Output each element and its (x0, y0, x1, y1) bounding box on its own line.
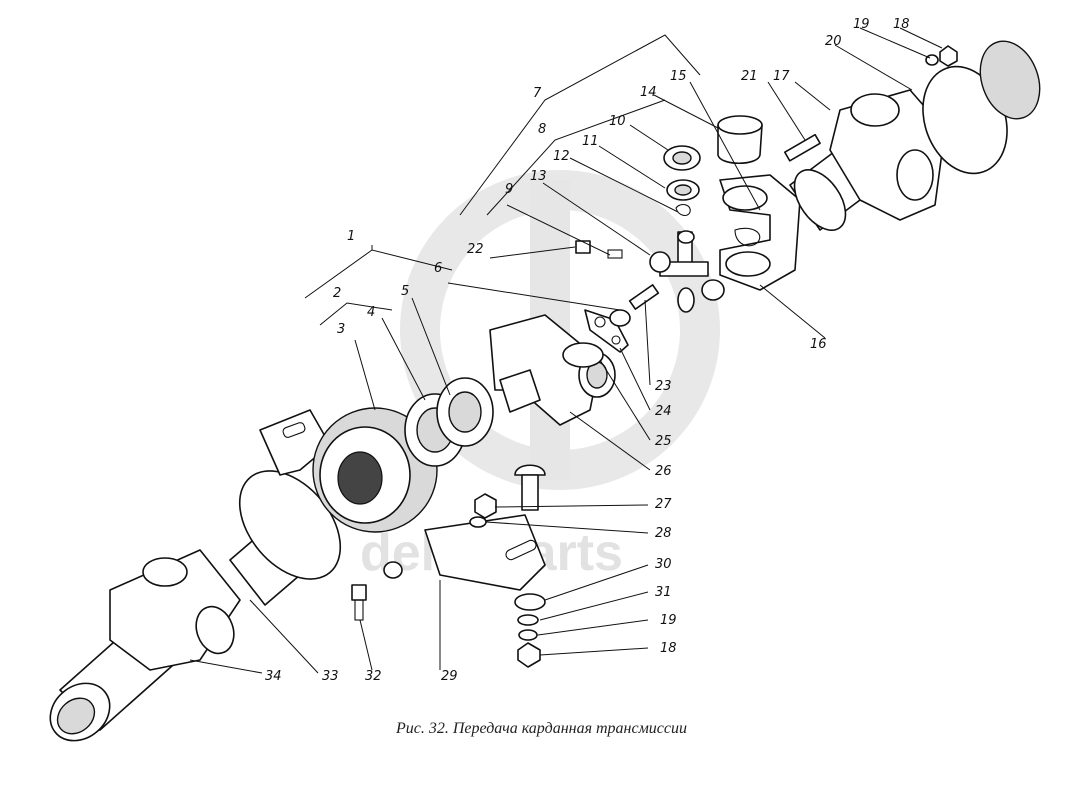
grease-fitting-22 (575, 240, 591, 254)
nut-18 (517, 642, 541, 668)
callout-13: 13 (530, 169, 547, 184)
washer-30 (514, 593, 546, 611)
callout-19-bottom: 19 (660, 613, 677, 628)
callout-32: 32 (365, 669, 382, 684)
yoke-body (489, 314, 601, 426)
rear-propeller-shaft (783, 40, 1041, 231)
callout-21: 21 (741, 69, 758, 84)
cushion-bore (337, 451, 383, 505)
callout-25: 25 (655, 434, 672, 449)
lock-parts (562, 284, 660, 368)
callout-16: 16 (810, 337, 827, 352)
flange-yoke-eye-top (722, 185, 768, 211)
callout-18-top: 18 (893, 17, 910, 32)
callout-10: 10 (609, 114, 626, 129)
lock-washer-31 (517, 614, 539, 626)
carriage-bolt-head (514, 464, 546, 476)
callout-1: 1 (347, 229, 355, 244)
callout-4: 4 (367, 305, 375, 320)
grease-nipple (607, 249, 623, 259)
flange-yoke-eye-bottom (725, 251, 771, 277)
callout-11: 11 (582, 134, 599, 149)
washer-6 (609, 309, 631, 327)
callout-15: 15 (670, 69, 687, 84)
callout-27: 27 (655, 497, 672, 512)
support-bracket (259, 409, 546, 591)
callout-29: 29 (441, 669, 458, 684)
callout-26: 26 (655, 464, 672, 479)
callout-23: 23 (655, 379, 672, 394)
cross-cap-right (701, 279, 725, 301)
callout-20: 20 (825, 34, 842, 49)
output-hub (979, 40, 1041, 120)
callout-labels: 1 2 3 4 5 6 7 8 9 10 11 12 13 14 15 16 1… (265, 17, 910, 684)
callout-33: 33 (322, 669, 339, 684)
front-propeller-shaft (49, 439, 396, 742)
callout-2: 2 (333, 286, 341, 301)
callout-12: 12 (553, 149, 570, 164)
callout-7: 7 (533, 86, 542, 101)
carriage-bolt-shank (521, 474, 539, 511)
callout-8: 8 (538, 122, 546, 137)
callout-6: 6 (434, 261, 442, 276)
yoke-hub (499, 369, 541, 413)
callout-34: 34 (265, 669, 282, 684)
callout-17: 17 (773, 69, 790, 84)
callout-14: 14 (640, 85, 657, 100)
circlip-12 (675, 203, 691, 217)
leader-lines (189, 27, 943, 674)
flange-yoke (719, 174, 801, 291)
callout-5: 5 (401, 284, 409, 299)
spring-washer-19 (518, 629, 538, 641)
bolt-21 (783, 133, 821, 162)
front-cross-cap (142, 557, 188, 587)
callout-18-bottom: 18 (660, 641, 677, 656)
callout-28: 28 (655, 526, 672, 541)
callout-31: 31 (655, 585, 672, 600)
fasteners-center (351, 464, 546, 668)
callout-22: 22 (467, 242, 484, 257)
nut-18-top (939, 45, 958, 67)
callout-24: 24 (655, 404, 672, 419)
callout-30: 30 (655, 557, 672, 572)
retaining-ring-25 (562, 342, 604, 368)
callout-3: 3 (337, 322, 345, 337)
cross-cap-top (677, 230, 695, 244)
bracket-lower-plate (424, 514, 546, 591)
figure-caption: Рис. 32. Передача карданная трансмиссии (395, 720, 688, 737)
washer-32 (383, 561, 403, 579)
cross-cap-left (649, 251, 671, 273)
front-cross-cap-side (195, 605, 235, 655)
rear-yoke (489, 314, 616, 426)
washer-19-top (925, 54, 939, 66)
universal-cross (575, 230, 725, 313)
cross-cap-bottom (677, 287, 695, 313)
bolt-23 (628, 284, 660, 310)
center-bearing (404, 377, 494, 467)
washer-28 (469, 516, 487, 528)
nut-27 (474, 493, 497, 519)
rear-cross-cap-side (896, 149, 934, 201)
seal-parts (663, 145, 701, 217)
bearing-cup (717, 115, 763, 165)
rear-cross-cap-top (850, 93, 900, 127)
callout-9: 9 (505, 182, 513, 197)
spline-bore (56, 697, 96, 735)
bolt-32-head (351, 584, 367, 601)
callout-19-top: 19 (853, 17, 870, 32)
